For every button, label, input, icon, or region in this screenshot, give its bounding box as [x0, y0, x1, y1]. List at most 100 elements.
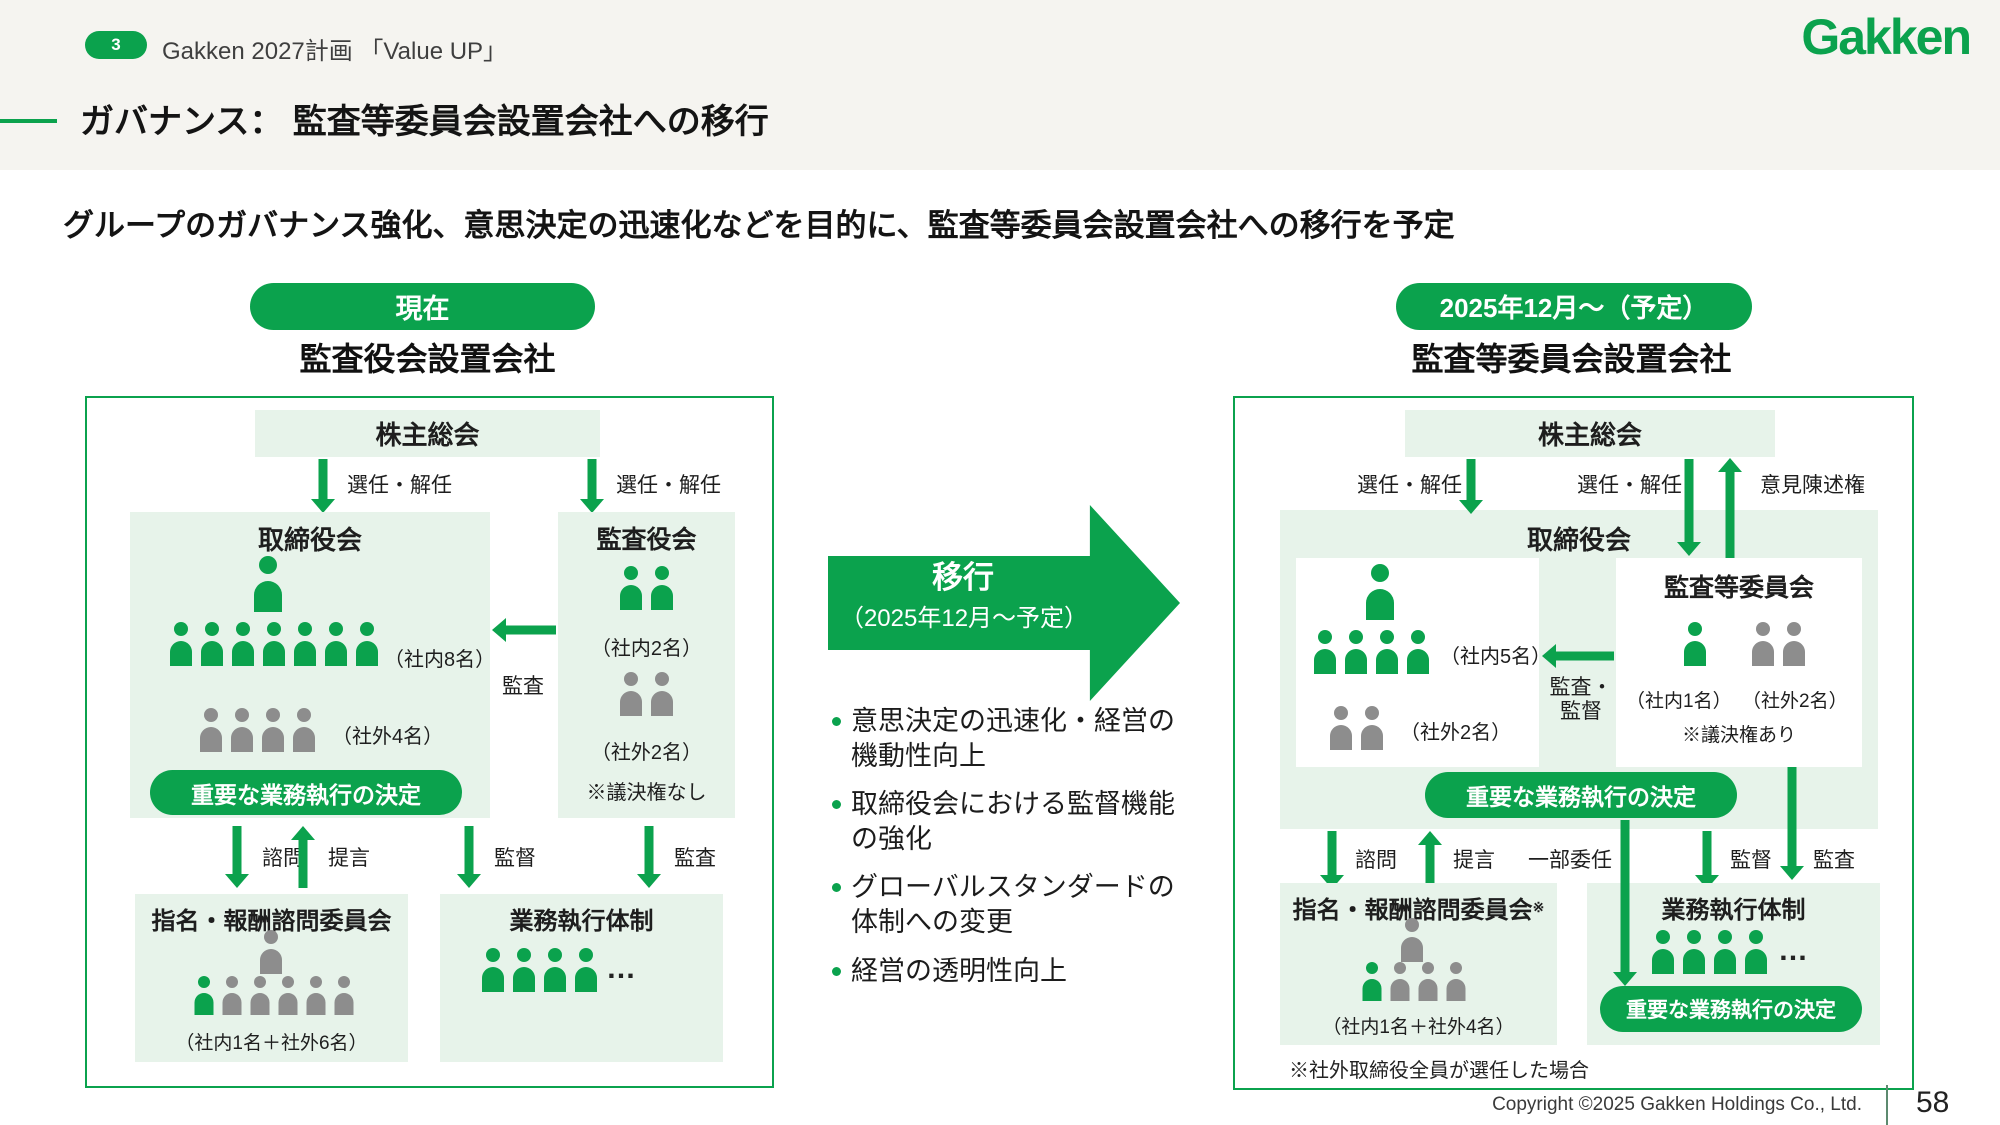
advise-label: 諮問: [262, 847, 304, 870]
person-icon: [1388, 962, 1411, 1001]
person-icon: [1360, 962, 1383, 1001]
left-audit-board-box: [558, 512, 735, 818]
person-icon: [168, 622, 194, 666]
right-board-decision-pill: 重要な業務執行の決定: [1425, 772, 1737, 818]
copyright-text: Copyright ©2025 Gakken Holdings Co., Ltd…: [1492, 1094, 1862, 1115]
committee-external-row: [1750, 622, 1807, 666]
person-icon: [1399, 918, 1425, 962]
person-icon: [252, 556, 284, 612]
person-icon: [1743, 930, 1769, 974]
left-board-chair-row: [252, 556, 284, 612]
person-icon: [230, 622, 256, 666]
left-nomination-box: [135, 894, 408, 1062]
audit-supervise-label: 監査・ 監督: [1549, 676, 1613, 724]
right-board-internal-row: [1312, 630, 1431, 674]
person-icon: [1682, 622, 1708, 666]
person-icon: [261, 622, 287, 666]
person-icon: [649, 672, 675, 716]
audit-committee-box: [1616, 558, 1862, 767]
supervise-label: 監督: [494, 847, 536, 870]
right-board-external-row: [1328, 706, 1385, 750]
right-company-type: 監査等委員会設置会社: [1411, 341, 1732, 377]
right-nomination-row: [1360, 962, 1467, 1001]
left-audit-board-title: 監査役会: [596, 526, 697, 554]
person-icon: [323, 622, 349, 666]
lead-text: グループのガバナンス強化、意思決定の迅速化などを目的に、監査等委員会設置会社への…: [63, 208, 1455, 243]
bullet-dot-icon: [832, 883, 841, 893]
person-icon: [354, 622, 380, 666]
audit-arrow: [492, 618, 556, 642]
footer-divider: [1886, 1085, 1888, 1125]
current-tag-pill: 現在: [250, 283, 595, 330]
left-company-type: 監査役会設置会社: [299, 341, 556, 377]
person-icon: [229, 708, 255, 752]
bullet-text: 取締役会における監督機能の強化: [851, 789, 1175, 855]
section-number-badge: 3: [85, 31, 147, 59]
person-icon: [618, 566, 644, 610]
partial-delegation-arrow: [1613, 820, 1637, 986]
transition-bullets: 意思決定の迅速化・経営の機動性向上 取締役会における監督機能の強化 グローバルス…: [832, 704, 1212, 1002]
propose-label: 提言: [328, 847, 370, 870]
bullet-item: 取締役会における監督機能の強化: [832, 787, 1212, 857]
transition-arrow-title: 移行: [932, 560, 994, 595]
program-label: Gakken 2027計画 「Value UP」: [162, 38, 508, 65]
left-nomination-chair-row: [258, 930, 284, 974]
right-execution-decision-pill: 重要な業務執行の決定: [1600, 986, 1862, 1032]
header-band: [0, 0, 2000, 170]
right-nomination-chair-row: [1399, 918, 1425, 962]
right-propose-label: 提言: [1453, 849, 1495, 872]
left-board-internal-row: [168, 622, 380, 666]
person-icon: [1312, 630, 1338, 674]
person-icon: [1444, 962, 1467, 1001]
right-execution-title: 業務執行体制: [1661, 897, 1806, 924]
appoint-arrow-right: [580, 459, 604, 513]
person-icon: [618, 672, 644, 716]
bullet-item: 経営の透明性向上: [832, 954, 1212, 989]
right-appoint-label-left: 選任・解任: [1357, 474, 1462, 497]
partial-delegation-label: 一部委任: [1528, 849, 1612, 872]
person-icon: [542, 948, 568, 992]
right-appoint-arrow-mid: [1677, 459, 1701, 556]
right-audit-arrow-long: [1780, 767, 1804, 880]
left-audit-note: ※議決権なし: [586, 782, 707, 804]
gakken-logo: Gakken: [1801, 9, 1972, 65]
bullet-dot-icon: [832, 966, 841, 976]
right-board-title: 取締役会: [1526, 525, 1631, 555]
appoint-arrow-left: [311, 459, 335, 513]
committee-note: ※議決権あり: [1681, 725, 1796, 746]
committee-external-label: （社外2名）: [1742, 691, 1848, 712]
bullet-dot-icon: [832, 717, 841, 726]
committee-internal-row: [1682, 622, 1708, 666]
page-number: 58: [1916, 1086, 1950, 1119]
person-icon: [1359, 706, 1385, 750]
right-advise-arrow: [1320, 831, 1344, 889]
right-supervise-label: 監督: [1730, 849, 1772, 872]
bullet-text: 経営の透明性向上: [851, 955, 1067, 986]
nomination-footnote-mark: ※: [1532, 899, 1545, 915]
bullet-item: グローバルスタンダードの体制への変更: [832, 870, 1212, 940]
person-icon: [248, 976, 271, 1015]
right-propose-arrow: [1418, 831, 1442, 889]
person-icon: [1750, 622, 1776, 666]
left-audit-internal-label: （社内2名）: [590, 638, 703, 660]
person-icon: [1416, 962, 1439, 1001]
left-board-external-label: （社外4名）: [332, 726, 444, 748]
bullet-dot-icon: [832, 800, 841, 810]
right-advise-label: 諮問: [1355, 849, 1397, 872]
left-nomination-row: [192, 976, 355, 1015]
person-icon: [1712, 930, 1738, 974]
audit2-label: 監査: [674, 847, 716, 870]
left-audit-internal-row: [618, 566, 675, 610]
right-supervise-arrow: [1695, 831, 1719, 889]
person-icon: [291, 708, 317, 752]
left-audit-external-label: （社外2名）: [590, 742, 703, 764]
advise-arrow: [225, 826, 249, 888]
person-icon: [332, 976, 355, 1015]
future-tag-pill: 2025年12月～（予定）: [1396, 283, 1752, 330]
transition-arrow-sub: （2025年12月～予定）: [839, 605, 1089, 632]
left-board-external-row: [198, 708, 317, 752]
left-execution-ellipsis: …: [606, 952, 636, 985]
bullet-item: 意思決定の迅速化・経営の機動性向上: [832, 704, 1212, 774]
person-icon: [1781, 622, 1807, 666]
propose-arrow: [291, 826, 315, 888]
